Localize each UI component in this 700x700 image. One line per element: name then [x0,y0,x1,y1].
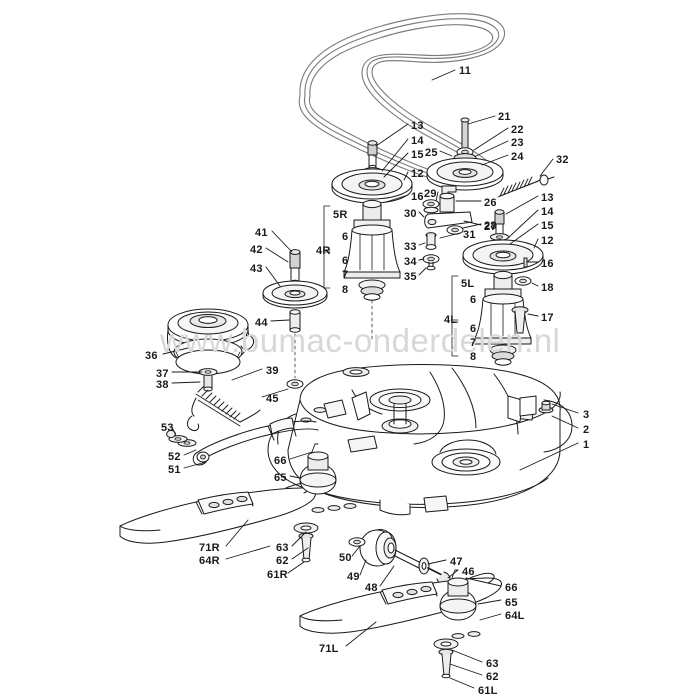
support-arm [166,417,319,466]
callout-14b: 14 [541,206,554,218]
callout-13b: 13 [541,192,554,204]
callout-29: 29 [424,188,437,200]
callout-30: 30 [404,208,417,220]
callout-33: 33 [404,241,417,253]
callout-24: 24 [511,151,524,163]
tension-arm [422,185,473,271]
callout-41: 41 [255,227,268,239]
callout-66b: 66 [505,582,518,594]
pulley-left [462,209,544,275]
callout-6b: 6 [342,255,349,267]
callout-61L: 61L [478,685,498,697]
pulley-center [426,117,504,191]
leader-lines [162,69,579,689]
callout-62b: 62 [486,671,499,683]
callout-3: 3 [583,409,590,421]
callout-21: 21 [498,111,511,123]
callout-47: 47 [450,556,463,568]
callout-61R: 61R [267,569,288,581]
callout-66a: 66 [274,455,287,467]
spindle-left [451,257,532,366]
callout-23: 23 [511,137,524,149]
callout-53: 53 [161,422,174,434]
callout-18: 18 [541,282,554,294]
blade-left [299,569,502,679]
callout-65b: 65 [505,597,518,609]
callout-12b: 12 [541,235,554,247]
callout-6c: 6 [470,294,477,306]
callout-71R: 71R [199,542,220,554]
callout-1: 1 [583,439,590,451]
callout-17: 17 [541,312,554,324]
callout-45: 45 [266,393,279,405]
callout-15a: 15 [411,149,424,161]
callout-28: 28 [484,220,497,232]
idler-pulley [262,249,328,389]
spindle-right [323,199,401,341]
callout-5R: 5R [333,209,348,221]
callout-64L: 64L [505,610,525,622]
callout-39: 39 [266,365,279,377]
callout-50: 50 [339,552,352,564]
callout-5L: 5L [461,278,475,290]
callout-4R: 4R [316,245,331,257]
callout-13a: 13 [411,120,424,132]
clutch-spring [187,385,261,431]
callout-38: 38 [156,379,169,391]
callout-63b: 63 [486,658,499,670]
callout-27: 27 [484,221,497,233]
pulley-right [331,140,413,204]
callout-25: 25 [425,147,438,159]
callout-44: 44 [255,317,268,329]
tension-spring [497,174,555,198]
callout-32: 32 [556,154,569,166]
callout-43: 43 [250,263,263,275]
callout-26: 26 [484,197,497,209]
callout-22: 22 [511,124,524,136]
callout-46: 46 [462,566,475,578]
callout-36: 36 [145,350,158,362]
callout-7b: 7 [470,337,477,349]
callout-35: 35 [404,271,417,283]
callout-34: 34 [404,256,417,268]
callout-37: 37 [156,368,169,380]
callout-42: 42 [250,244,263,256]
callout-65a: 65 [274,472,287,484]
callout-51: 51 [168,464,181,476]
electric-clutch [167,308,255,392]
mower-deck [267,364,573,516]
callout-6a: 6 [342,231,349,243]
callout-49: 49 [347,571,360,583]
callout-15b: 15 [541,220,554,232]
callout-6d: 6 [470,323,477,335]
callout-8a: 8 [342,284,349,296]
callout-62a: 62 [276,555,289,567]
callout-4L: 4L [444,314,458,326]
callout-16a: 16 [411,191,424,203]
callout-2: 2 [583,424,590,436]
callout-52: 52 [168,451,181,463]
callout-16b: 16 [541,258,554,270]
callout-7a: 7 [342,269,349,281]
callout-71L: 71L [319,643,339,655]
callout-31: 31 [463,229,476,241]
callout-63a: 63 [276,542,289,554]
callout-48: 48 [365,582,378,594]
caster-wheel [348,529,451,585]
callout-11: 11 [459,65,472,77]
callout-12a: 12 [411,168,424,180]
blade-right [119,443,357,563]
callout-14a: 14 [411,135,424,147]
callout-8b: 8 [470,351,477,363]
callout-64R: 64R [199,555,220,567]
